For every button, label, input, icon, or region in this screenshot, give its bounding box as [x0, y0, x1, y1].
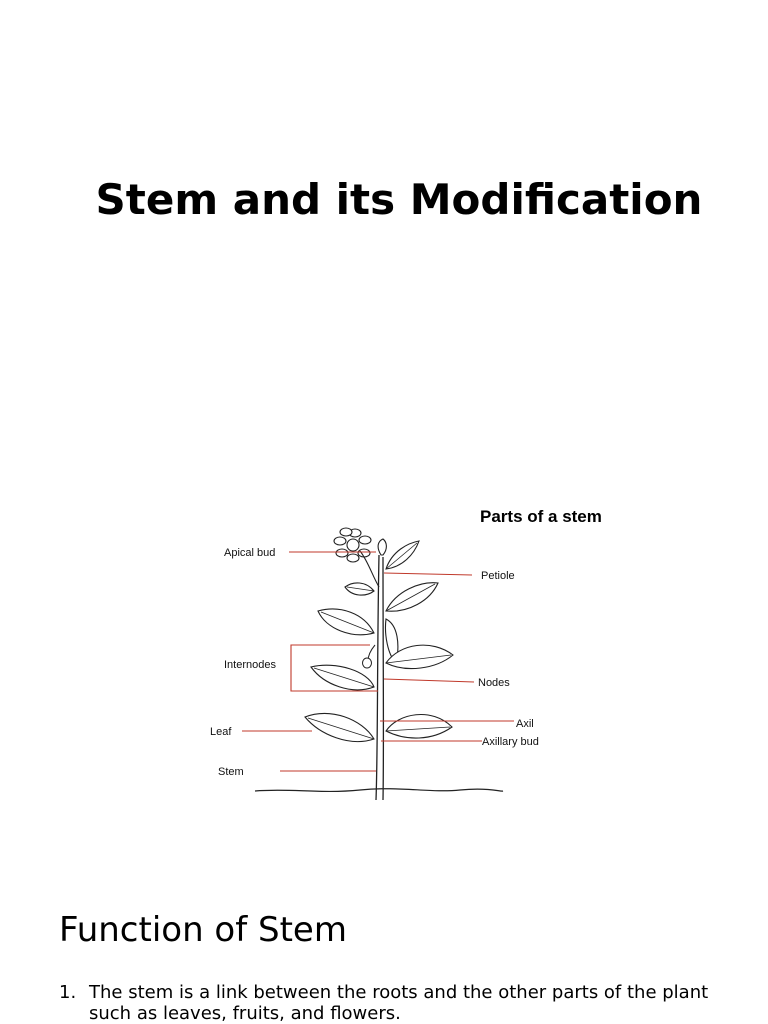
main-stem [375, 554, 380, 801]
list-item-number: 1. [59, 982, 77, 1003]
label-internodes: Internodes [224, 659, 276, 671]
list-item-text: The stem is a link between the roots and… [89, 982, 709, 1024]
list-item: 1. The stem is a link between the roots … [59, 982, 739, 1024]
flower-icon [333, 527, 372, 563]
label-petiole: Petiole [481, 570, 515, 582]
label-axil: Axil [516, 718, 534, 730]
pointer-lines [242, 551, 514, 772]
section-heading: Function of Stem [59, 910, 347, 950]
function-list: 1. The stem is a link between the roots … [59, 982, 739, 1024]
label-nodes: Nodes [478, 677, 510, 689]
apical-bud-shape [377, 538, 387, 556]
label-stem: Stem [218, 766, 244, 778]
diagram-title: Parts of a stem [480, 507, 602, 526]
stem-parts-diagram: Parts of a stem [200, 495, 640, 815]
label-apical-bud: Apical bud [224, 547, 275, 559]
label-axillary-bud: Axillary bud [482, 736, 539, 748]
page-title: Stem and its Modification [95, 175, 703, 224]
ground-line [254, 788, 504, 793]
label-leaf: Leaf [210, 726, 232, 738]
